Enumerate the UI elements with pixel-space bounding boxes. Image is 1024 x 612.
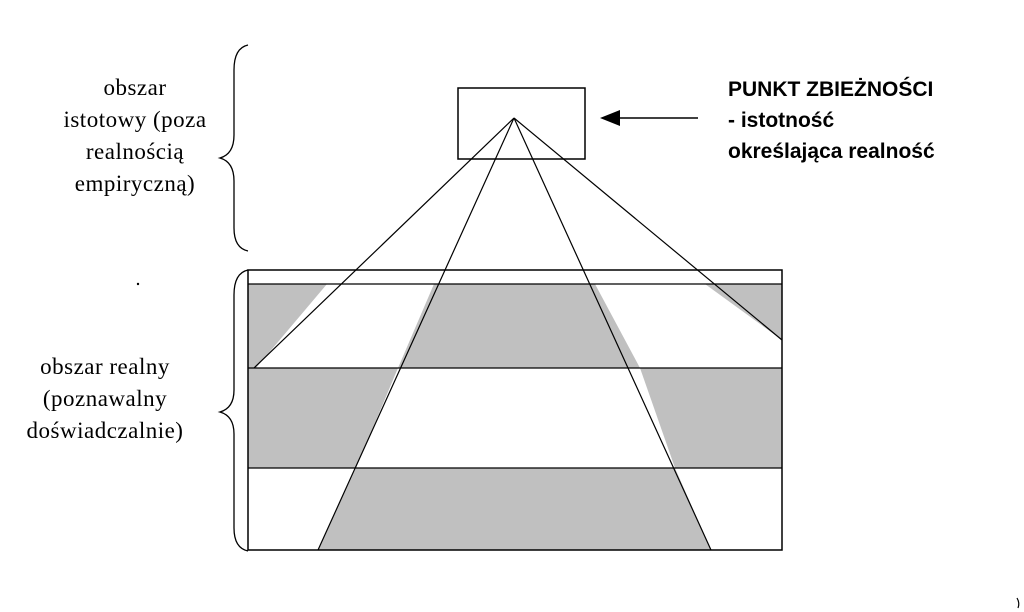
vanishing-point-line-2: - istotność xyxy=(728,109,835,132)
perspective-line-outer-right xyxy=(513,117,783,341)
vanishing-point-label: PUNKT ZBIEŻNOŚCI - istotność określająca… xyxy=(728,74,935,167)
brace-ideal-region xyxy=(217,44,249,252)
ideal-region-line-4: empiryczną) xyxy=(74,171,196,196)
vanishing-point-box xyxy=(457,87,586,160)
real-region-line-1: obszar realny xyxy=(40,354,170,379)
perspective-line-outer-left xyxy=(253,117,515,369)
real-region-label: obszar realny (poznawalny doświadczalnie… xyxy=(2,351,208,447)
band2-white-center xyxy=(356,368,675,468)
ideal-region-line-2: istotowy (poza xyxy=(63,107,207,132)
stray-mark-corner xyxy=(1016,597,1020,609)
band1-white-left xyxy=(256,284,434,368)
vanishing-point-line-3: określająca realność xyxy=(728,140,935,163)
vanishing-point-line-1: PUNKT ZBIEŻNOŚCI xyxy=(728,78,934,101)
top-strip xyxy=(248,270,782,284)
arrow-head xyxy=(600,110,620,126)
ideal-region-label: obszar istotowy (poza realnością empiryc… xyxy=(40,72,230,200)
brace-real-region xyxy=(217,269,249,552)
real-region-line-2: (poznawalny xyxy=(42,386,168,411)
perspective-line-inner-left xyxy=(317,117,515,551)
ideal-region-line-3: realnością xyxy=(85,139,185,164)
band3-gray-center xyxy=(318,468,711,550)
perspective-line-inner-right xyxy=(513,117,712,551)
ideal-region-line-1: obszar xyxy=(103,75,167,100)
real-region-line-3: doświadczalnie) xyxy=(26,418,184,443)
real-region-frame xyxy=(247,269,783,551)
band1-white-right xyxy=(595,284,782,368)
stray-dot xyxy=(136,282,140,286)
